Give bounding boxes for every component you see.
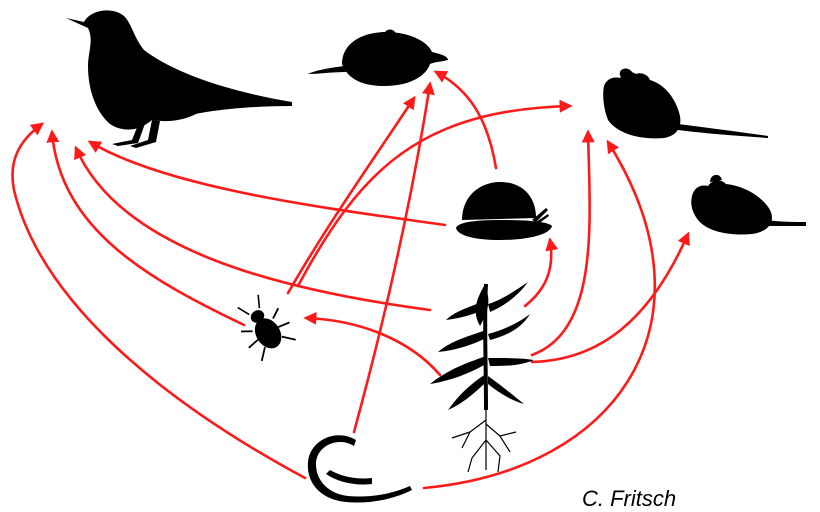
credit-text: C. Fritsch	[582, 486, 676, 512]
link-plant-to-vole	[532, 234, 688, 362]
link-earthworm-to-shrew	[354, 84, 430, 432]
link-snail-to-bird	[90, 142, 445, 225]
vole-icon	[691, 175, 806, 235]
earthworm-icon	[308, 435, 412, 502]
link-plant-to-bird	[76, 148, 430, 310]
link-plant-to-snail	[525, 240, 551, 306]
snail-icon	[456, 182, 552, 240]
link-plant-to-beetle	[306, 318, 440, 375]
plant-icon	[430, 282, 534, 472]
bird-icon	[66, 10, 292, 148]
beetle-icon	[228, 288, 299, 363]
link-plant-to-mouse	[532, 132, 590, 355]
shrew-icon	[308, 30, 448, 87]
link-snail-to-shrew	[436, 72, 496, 168]
mouse-icon	[603, 69, 768, 139]
link-earthworm-to-bird	[12, 124, 305, 478]
